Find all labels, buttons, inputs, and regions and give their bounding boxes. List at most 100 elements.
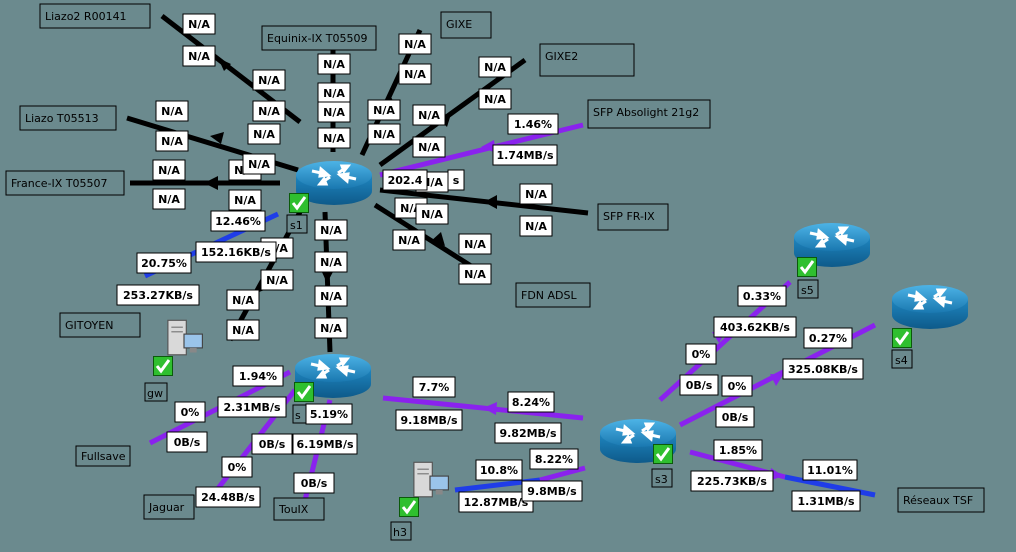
svg-text:0.27%: 0.27% (809, 332, 847, 345)
svg-text:0B/s: 0B/s (259, 438, 286, 451)
link-label-na: N/A (252, 69, 286, 91)
link-label-na: N/A (182, 45, 216, 67)
link-label-s2s3-pct-a: 7.7% (412, 376, 456, 398)
link-label-na: N/A (415, 203, 449, 225)
link-label-s2s3-bw-a: 9.18MB/s (395, 409, 463, 431)
peer-name: SFP Absolight 21g2 (593, 106, 699, 119)
peer-sfp_absolight[interactable]: SFP Absolight 21g2 (587, 99, 711, 129)
peer-equinix[interactable]: Equinix-IX T05509 (261, 25, 377, 51)
link-label-touix-bw-b: 0B/s (293, 472, 335, 494)
svg-text:N/A: N/A (373, 128, 395, 141)
router-s5[interactable]: s5 (792, 221, 872, 299)
link-label-na: N/A (458, 233, 492, 255)
svg-text:N/A: N/A (404, 68, 426, 81)
svg-text:N/A: N/A (373, 104, 395, 117)
link-label-s3s5-bw-a: 403.62KB/s (713, 316, 797, 338)
link-label-na: N/A (155, 100, 189, 122)
peer-name: TouIX (278, 503, 309, 516)
link-label-jaguar-bw-b: 24.48B/s (195, 486, 261, 508)
svg-text:N/A: N/A (266, 274, 288, 287)
link-label-na: N/A (367, 123, 401, 145)
link-label-fullsave-pct-a: 1.94% (232, 365, 284, 387)
peer-name: GITOYEN (65, 319, 113, 332)
peer-franceix[interactable]: France-IX T05507 (5, 170, 125, 196)
peer-name: GIXE (446, 18, 472, 31)
peer-name: Liazo T05513 (25, 112, 99, 125)
svg-text:s: s (453, 174, 460, 187)
link-label-na: N/A (152, 159, 186, 181)
peer-gixe2[interactable]: GIXE2 (539, 43, 635, 77)
link-label-absolight-in: 1.46% (507, 113, 559, 135)
peer-name: Jaguar (148, 501, 185, 514)
svg-text:N/A: N/A (421, 208, 443, 221)
svg-text:N/A: N/A (484, 61, 506, 74)
router-s1[interactable]: s1 (286, 159, 374, 234)
svg-text:N/A: N/A (232, 324, 254, 337)
svg-text:N/A: N/A (323, 58, 345, 71)
link-label-absolight-bw: 1.74MB/s (492, 144, 558, 166)
link-label-na: N/A (519, 183, 553, 205)
svg-text:2.31MB/s: 2.31MB/s (223, 401, 280, 414)
link-label-s3s5-pct-a: 0.33% (737, 285, 787, 307)
ok-check-icon (153, 356, 173, 376)
svg-text:0B/s: 0B/s (174, 436, 201, 449)
svg-text:12.87MB/s: 12.87MB/s (464, 496, 529, 509)
link-label-h3-pct-b: 8.22% (529, 448, 579, 470)
svg-text:N/A: N/A (161, 135, 183, 148)
ok-check-icon (653, 444, 673, 464)
peer-liazo2[interactable]: Liazo2 R00141 (39, 3, 151, 29)
router-icon (890, 283, 970, 331)
svg-text:N/A: N/A (525, 188, 547, 201)
svg-text:N/A: N/A (418, 141, 440, 154)
ok-check-icon (294, 382, 314, 402)
link-label-fullsave-bw-a: 2.31MB/s (217, 396, 287, 418)
link-label-na: N/A (367, 99, 401, 121)
link-label-na: N/A (314, 251, 348, 273)
svg-text:N/A: N/A (320, 256, 342, 269)
svg-text:0B/s: 0B/s (722, 411, 749, 424)
svg-text:N/A: N/A (418, 109, 440, 122)
svg-text:N/A: N/A (323, 106, 345, 119)
peer-reseaux_tsf[interactable]: Réseaux TSF (897, 487, 985, 513)
router-s2[interactable]: s (292, 352, 373, 424)
svg-text:N/A: N/A (158, 164, 180, 177)
host-h3[interactable]: h3 (390, 461, 449, 541)
svg-text:N/A: N/A (258, 105, 280, 118)
node-label-s2: s (295, 409, 301, 422)
router-s4[interactable]: s4 (890, 283, 970, 369)
svg-text:0%: 0% (692, 348, 711, 361)
peer-fdn[interactable]: FDN ADSL (515, 282, 591, 308)
link-label-na: N/A (412, 136, 446, 158)
svg-text:N/A: N/A (161, 105, 183, 118)
ok-check-icon (399, 497, 419, 517)
svg-text:N/A: N/A (323, 87, 345, 100)
link-label-na: N/A (317, 101, 351, 123)
link-label-tsf-bw-a: 225.73KB/s (690, 470, 774, 492)
svg-text:8.24%: 8.24% (512, 396, 550, 409)
link-label-na: N/A (247, 123, 281, 145)
peer-gixe[interactable]: GIXE (440, 11, 492, 39)
svg-text:11.01%: 11.01% (807, 464, 853, 477)
peer-gitoyen[interactable]: GITOYEN (59, 312, 141, 338)
svg-text:N/A: N/A (320, 322, 342, 335)
peer-liazo[interactable]: Liazo T05513 (19, 105, 117, 131)
peer-fullsave[interactable]: Fullsave (75, 445, 131, 467)
svg-text:0%: 0% (228, 461, 247, 474)
svg-text:N/A: N/A (232, 294, 254, 307)
peer-jaguar[interactable]: Jaguar (143, 494, 195, 520)
link-label-na: N/A (226, 319, 260, 341)
host-gw[interactable]: gw (144, 319, 203, 402)
svg-text:9.18MB/s: 9.18MB/s (400, 414, 457, 427)
peer-sfp_frix[interactable]: SFP FR-IX (597, 203, 669, 231)
router-s3[interactable]: s3 (598, 417, 678, 488)
link-label-s2s3-bw-b: 9.82MB/s (494, 422, 562, 444)
link-label-na: N/A (155, 130, 189, 152)
link-label-na: N/A (392, 229, 426, 251)
link-label-h3-pct-a: 10.8% (475, 459, 523, 481)
ok-check-icon (892, 328, 912, 348)
svg-text:N/A: N/A (253, 128, 275, 141)
link-label-absolight-out-tail: s (447, 169, 465, 191)
link-label-tsf-bw-b: 1.31MB/s (791, 490, 861, 512)
peer-touix[interactable]: TouIX (273, 497, 325, 521)
